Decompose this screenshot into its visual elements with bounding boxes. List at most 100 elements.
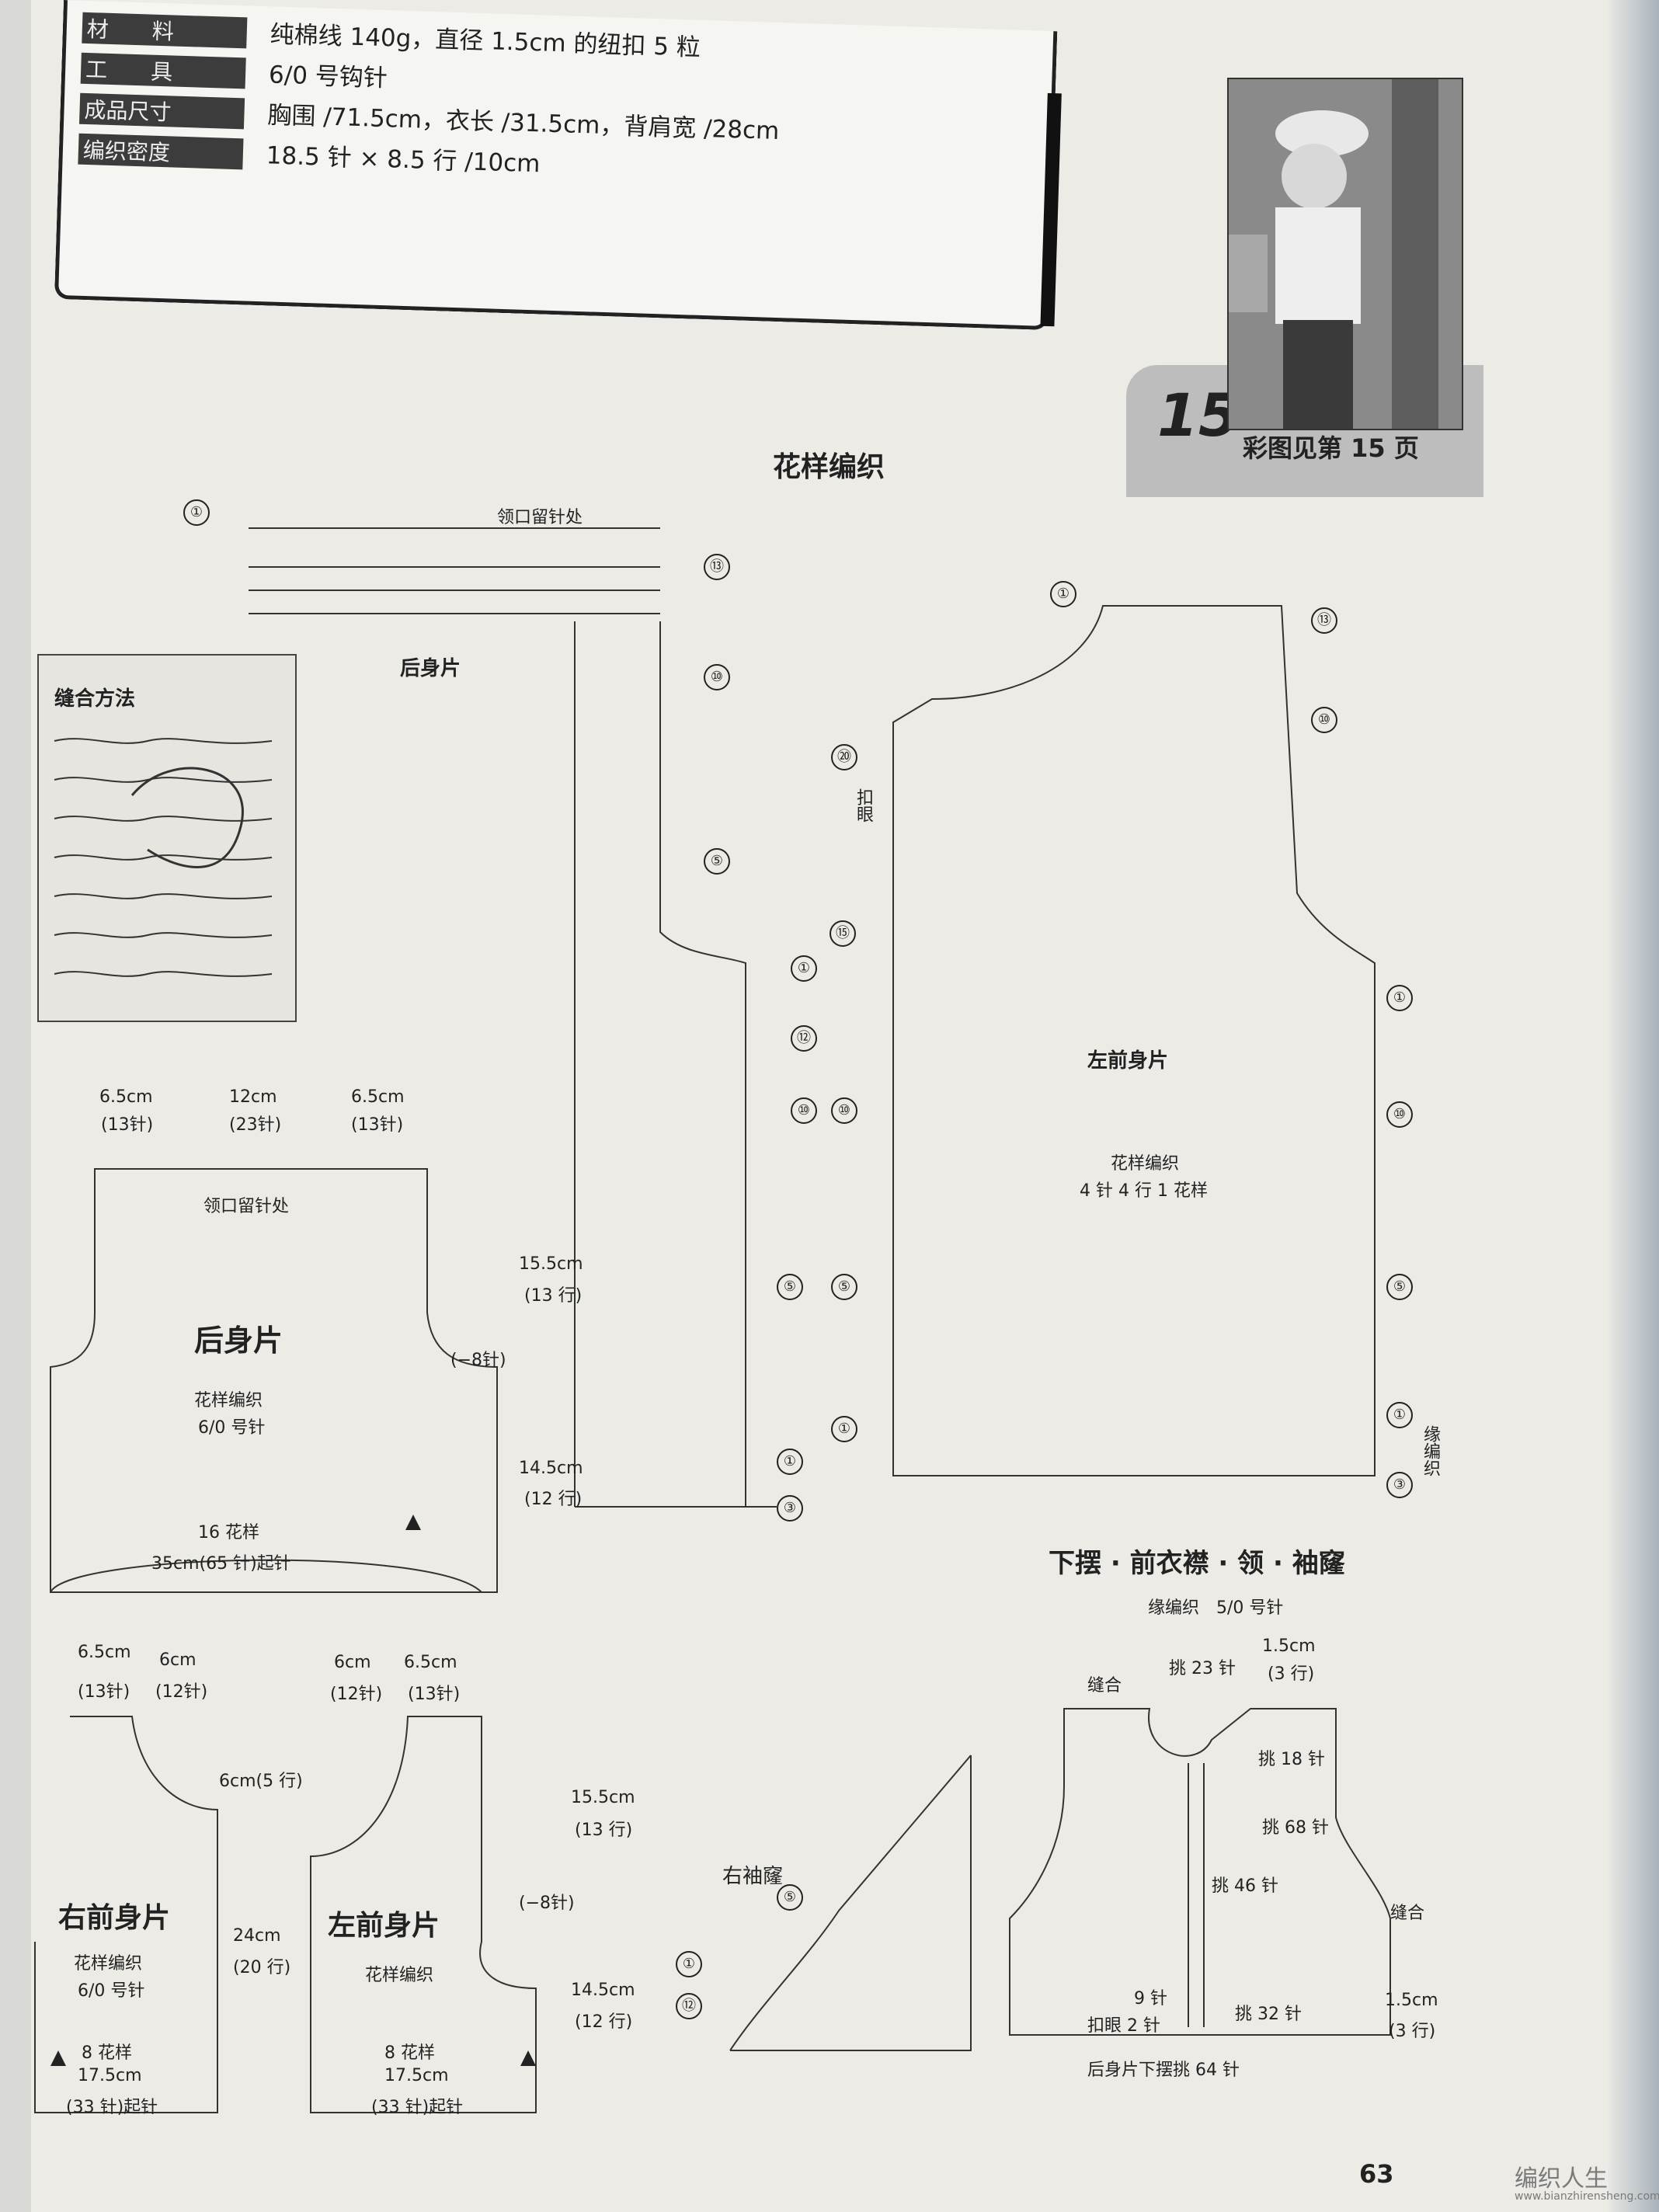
edging-label: 9 针 <box>1134 1989 1167 2009</box>
pattern-badge: 15 彩图见第 15 页 <box>1126 365 1483 497</box>
sewing-title: 缝合方法 <box>54 687 136 711</box>
height-label: 15.5cm <box>571 1788 635 1807</box>
row-marker: ③ <box>777 1495 803 1522</box>
armhole-decrease: (−8针) <box>519 1894 575 1913</box>
sleeve-title: 右袖窿 <box>722 1865 784 1888</box>
row-marker: ① <box>777 1449 803 1475</box>
width-label: 6.5cm <box>99 1087 153 1107</box>
edging-label: 缘编织 <box>1421 1425 1440 1476</box>
repeat-label: 8 花样 <box>384 2043 435 2063</box>
edging-label: 1.5cm <box>1262 1636 1316 1656</box>
width-label: 6cm <box>334 1653 371 1672</box>
row-marker: ⑩ <box>1386 1101 1413 1128</box>
repeat-label: 16 花样 <box>198 1523 259 1542</box>
row-marker: ⑤ <box>777 1274 803 1300</box>
row-marker: ① <box>676 1951 702 1977</box>
rows-label: (13 行) <box>575 1821 633 1840</box>
cast-on-label: (33 针)起针 <box>66 2098 158 2117</box>
hook-label: 6/0 号针 <box>198 1418 266 1438</box>
width-label: 12cm <box>229 1087 277 1107</box>
edging-label: 挑 18 针 <box>1258 1750 1325 1769</box>
child-photo <box>1227 78 1463 430</box>
badge-text: 彩图见第 15 页 <box>1243 433 1419 463</box>
row-marker: ⑮ <box>830 920 856 947</box>
edging-label: 1.5cm <box>1385 1991 1438 2010</box>
edging-label: 后身片下摆挑 64 针 <box>1087 2061 1240 2080</box>
edging-label: 挑 68 针 <box>1262 1818 1329 1838</box>
width-stitches: (13针) <box>78 1682 130 1702</box>
front-chart-title: 左前身片 <box>1087 1049 1169 1073</box>
width-stitches: (12针) <box>155 1682 208 1702</box>
edging-label: 缝合 <box>1087 1676 1122 1696</box>
front-chart-repeat: 4 针 4 行 1 花样 <box>1080 1181 1208 1201</box>
height-label: 14.5cm <box>571 1981 635 2000</box>
row-marker: ⑫ <box>676 1993 702 2019</box>
width-label: 6cm <box>159 1650 197 1670</box>
row-marker: ① <box>1050 581 1076 607</box>
width-label: 17.5cm <box>384 2066 449 2085</box>
row-marker: ① <box>1386 985 1413 1011</box>
rows-label: (12 行) <box>524 1490 583 1509</box>
section-title: 花样编织 <box>773 451 885 483</box>
row-marker: ⑳ <box>831 744 857 770</box>
row-marker: ① <box>1386 1402 1413 1428</box>
photo-image <box>1229 79 1462 429</box>
row-marker: ⑤ <box>777 1884 803 1911</box>
edging-title: 下摆 · 前衣襟 · 领 · 袖窿 <box>1049 1548 1345 1579</box>
rows-label: (12 行) <box>575 2012 633 2032</box>
cast-on-label: 35cm(65 针)起针 <box>151 1554 291 1574</box>
width-stitches: (13针) <box>101 1115 154 1135</box>
edging-subtitle: 缘编织 5/0 号针 <box>1148 1598 1284 1618</box>
row-marker: ③ <box>1386 1472 1413 1498</box>
armhole-decrease: (−8针) <box>450 1351 506 1370</box>
row-marker: ⑬ <box>704 554 730 580</box>
height-label: 14.5cm <box>519 1459 583 1478</box>
total-rows: (20 行) <box>233 1958 291 1977</box>
neck-note: 领口留针处 <box>203 1197 290 1216</box>
watermark-url: www.bianzhirensheng.com <box>1515 2190 1659 2203</box>
pattern-number: 15 <box>1157 381 1240 450</box>
left-front-title: 左前身片 <box>328 1910 440 1942</box>
front-chart-pattern: 花样编织 <box>1111 1154 1180 1174</box>
row-marker: ① <box>183 499 210 526</box>
back-title: 后身片 <box>194 1323 283 1358</box>
hook-label: 6/0 号针 <box>78 1981 145 2001</box>
row-marker: ⑩ <box>791 1097 817 1124</box>
edging-label: 挑 32 针 <box>1235 2005 1302 2024</box>
width-stitches: (13针) <box>351 1115 404 1135</box>
row-marker: ⑫ <box>791 1025 817 1052</box>
height-label: 15.5cm <box>519 1254 583 1274</box>
row-marker: ⑩ <box>831 1097 857 1124</box>
edging-label: 挑 23 针 <box>1169 1659 1236 1678</box>
width-label: 17.5cm <box>78 2066 142 2085</box>
book-edge <box>1608 0 1659 2212</box>
neck-height: 6cm(5 行) <box>219 1772 303 1791</box>
buttonhole-label: 扣眼 <box>854 788 873 823</box>
width-stitches: (12针) <box>330 1685 383 1704</box>
edging-label: 缝合 <box>1390 1904 1425 1923</box>
watermark: 编织人生 <box>1515 2165 1608 2193</box>
right-front-title: 右前身片 <box>58 1902 171 1934</box>
sewing-illustration <box>54 738 273 977</box>
edging-label: 扣眼 2 针 <box>1087 2016 1160 2036</box>
sewing-panel: 缝合方法 <box>37 654 297 1022</box>
width-label: 6.5cm <box>404 1653 457 1672</box>
pattern-label: 花样编织 <box>74 1954 143 1974</box>
edging-label: 挑 46 针 <box>1212 1876 1278 1896</box>
page-number: 63 <box>1359 2159 1394 2189</box>
row-marker: ① <box>831 1416 857 1442</box>
row-marker: ⑤ <box>831 1274 857 1300</box>
back-chart-title: 后身片 <box>400 657 461 680</box>
total-height: 24cm <box>233 1926 281 1946</box>
neck-note: 领口留针处 <box>497 508 583 527</box>
row-marker: ① <box>791 955 817 982</box>
pattern-label: 花样编织 <box>365 1966 434 1985</box>
width-stitches: (23针) <box>229 1115 282 1135</box>
row-marker: ⑬ <box>1311 607 1337 634</box>
width-label: 6.5cm <box>78 1643 131 1662</box>
edging-label: (3 行) <box>1268 1664 1315 1684</box>
row-marker: ⑩ <box>704 664 730 690</box>
edging-label: (3 行) <box>1389 2022 1436 2041</box>
repeat-label: 8 花样 <box>82 2043 132 2063</box>
